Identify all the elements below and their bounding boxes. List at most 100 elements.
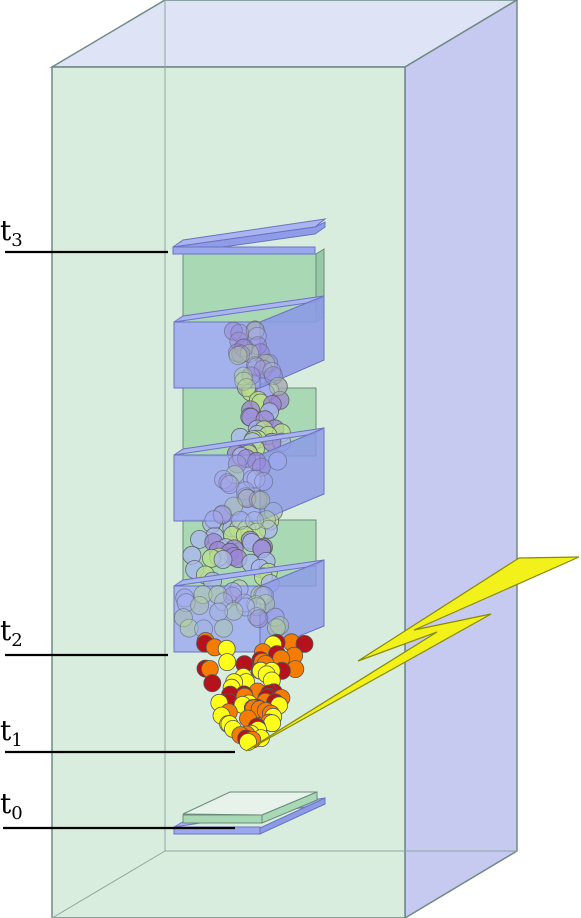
plate-overlay-particle bbox=[254, 586, 274, 605]
plate-overlay-particle bbox=[240, 343, 260, 363]
plate-overlay-particle bbox=[229, 331, 249, 351]
plate-overlay-particle bbox=[227, 454, 247, 474]
plate-overlay-particle bbox=[247, 451, 267, 471]
plate-overlay-particle bbox=[220, 475, 240, 494]
plate-overlay-particle bbox=[233, 366, 253, 386]
plate-overlay-particle bbox=[224, 601, 244, 621]
plate-overlay-particle bbox=[175, 588, 195, 608]
plate-overlay-particle bbox=[190, 596, 210, 615]
plate-overlay-particle bbox=[250, 343, 270, 363]
box-right-face bbox=[404, 0, 518, 918]
plate-overlay-particle bbox=[236, 597, 256, 617]
plate-overlay-particle bbox=[223, 582, 243, 601]
plate-overlay-particle bbox=[231, 344, 251, 364]
time-markers: t3 t2 t1 t0 bbox=[0, 214, 235, 830]
plate-1-front bbox=[173, 321, 261, 389]
plate-overlay-particle bbox=[241, 366, 261, 386]
plate-overlay-particle bbox=[253, 586, 273, 605]
plates bbox=[172, 218, 327, 653]
plate-overlay-particle bbox=[231, 446, 251, 466]
plate-overlay-particle bbox=[246, 469, 266, 489]
plate-overlay-particle bbox=[193, 585, 213, 604]
plate-overlay-particle bbox=[229, 579, 249, 599]
box-back-edge-diagonal bbox=[51, 850, 166, 918]
plate-overlay-particle bbox=[248, 336, 268, 356]
plate-overlay-particle bbox=[256, 594, 276, 613]
lightning-bolt-icon bbox=[245, 556, 580, 752]
plate-overlay-particle bbox=[245, 320, 265, 340]
plate-overlay-particle bbox=[225, 465, 245, 485]
plate-overlay-particle bbox=[247, 326, 267, 346]
plate-overlay-particle bbox=[247, 607, 267, 626]
plate-overlay-particle bbox=[235, 481, 255, 501]
plate-overlay-particle bbox=[262, 361, 282, 381]
plate-overlay-particle bbox=[263, 502, 283, 521]
plate-overlay-particle bbox=[228, 346, 248, 365]
plate-overlay-particle bbox=[233, 338, 253, 358]
plate-overlay-particle bbox=[249, 609, 269, 629]
plate-overlay-particle bbox=[256, 510, 276, 530]
plate-overlay-particle bbox=[234, 371, 254, 391]
plate-overlay-particle bbox=[218, 473, 238, 493]
plate-overlay-particle bbox=[234, 338, 254, 358]
plate-overlay-particle bbox=[176, 593, 196, 613]
plate-overlay-particle bbox=[251, 490, 271, 510]
plate-2-front bbox=[173, 454, 261, 522]
plate-overlay-particle bbox=[224, 496, 244, 516]
plate-overlay-particle bbox=[251, 457, 271, 477]
label-t3: t3 bbox=[0, 214, 23, 251]
plate-overlay-particle bbox=[237, 378, 256, 398]
plate-overlay-particle bbox=[223, 321, 243, 341]
hot-particle-cloud bbox=[196, 632, 314, 751]
plate-overlay-particle bbox=[268, 376, 288, 396]
plate-top bbox=[172, 246, 316, 255]
plate-overlay-particle bbox=[242, 469, 262, 489]
plate-overlay-particle bbox=[259, 353, 279, 373]
plate-overlay-particle bbox=[247, 357, 267, 377]
plate-overlay-particle bbox=[214, 618, 234, 638]
plate-overlay-particle bbox=[268, 451, 288, 471]
plate-overlay-particle bbox=[173, 608, 193, 628]
label-t1: t1 bbox=[0, 714, 23, 751]
plate-overlay-particle bbox=[237, 489, 257, 508]
hot-particle bbox=[295, 635, 314, 653]
plate-overlay-particle bbox=[234, 593, 254, 613]
plate-overlay-particle bbox=[245, 511, 265, 530]
plate-overlay-particle bbox=[237, 488, 257, 508]
plate-overlay-particle bbox=[179, 618, 199, 638]
overlay-particles bbox=[173, 320, 290, 639]
plate-overlay-particle bbox=[253, 359, 273, 379]
plate-overlay-particle bbox=[230, 323, 250, 343]
plate-overlay-particle bbox=[256, 353, 276, 373]
column-particle bbox=[213, 550, 233, 569]
plate-overlay-particle bbox=[208, 585, 228, 605]
plate-overlay-particle bbox=[254, 472, 274, 491]
substrate-layer-front bbox=[182, 814, 263, 824]
substrate bbox=[173, 791, 326, 835]
plate-overlay-particle bbox=[212, 504, 232, 524]
plate-overlay-particle bbox=[245, 321, 265, 341]
plate-overlay-particle bbox=[231, 510, 250, 530]
plate-overlay-particle bbox=[214, 470, 233, 489]
plate-overlay-particle bbox=[212, 505, 232, 525]
hot-particle bbox=[239, 733, 257, 751]
hot-particle bbox=[203, 674, 222, 693]
label-t2: t2 bbox=[0, 614, 23, 651]
plate-overlay-particle bbox=[204, 510, 224, 530]
plate-overlay-particle bbox=[263, 366, 283, 386]
plate-overlay-particle bbox=[246, 595, 266, 615]
plate-overlay-particle bbox=[265, 607, 285, 627]
plate-overlay-particle bbox=[250, 585, 270, 605]
plate-overlay-particle bbox=[223, 586, 242, 606]
plate-overlay-particle bbox=[214, 592, 234, 612]
plate-overlay-particle bbox=[248, 490, 268, 510]
plate-overlay-particle bbox=[236, 449, 256, 468]
plate-overlay-particle bbox=[236, 487, 256, 507]
plate-overlay-particle bbox=[247, 597, 267, 617]
plate-overlay-particle bbox=[209, 602, 229, 622]
plate-overlay-particle bbox=[227, 343, 247, 363]
label-t0: t0 bbox=[0, 787, 23, 824]
hot-particle bbox=[218, 653, 237, 671]
plate-overlay-particle bbox=[246, 356, 265, 375]
